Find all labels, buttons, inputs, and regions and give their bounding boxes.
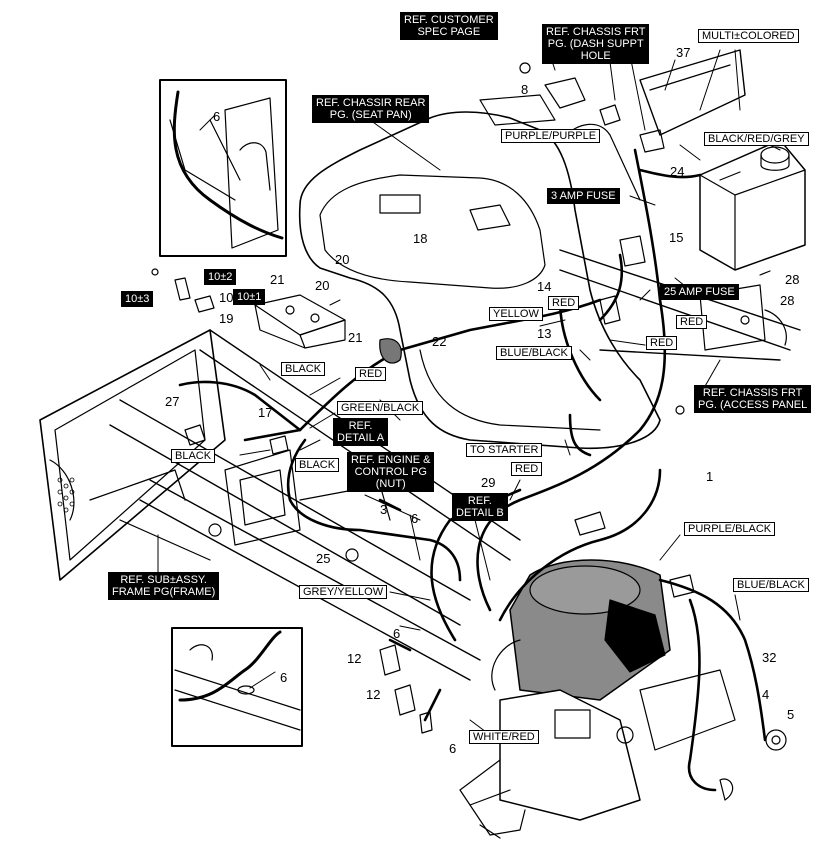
wire-red-label: RED [355,367,387,381]
part-number-28: 28 [780,293,795,308]
part-number-18: 18 [413,231,428,246]
part-number-24: 24 [670,164,685,179]
wire-red-label: RED [548,296,580,310]
ref-chassis-rear-seat-pan-label: REF. CHASSIR REAR PG. (SEAT PAN) [312,95,430,123]
twentyfive-amp-fuse-label: 25 AMP FUSE [660,284,739,300]
part-number-5: 5 [787,707,795,722]
wire-green-black-label: GREEN/BLACK [337,401,424,415]
wire-yellow-label: YELLOW [489,307,543,321]
ref-chassis-frt-access-panel-label: REF. CHASSIS FRT PG. (ACCESS PANEL [694,385,812,413]
wire-purple-black-label: PURPLE/BLACK [684,522,776,536]
wire-multi-colored-label: MULTI±COLORED [698,29,799,43]
wire-purple-purple-label: PURPLE/PURPLE [501,129,601,143]
part-number-12: 12 [347,651,362,666]
part-number-10: 10 [219,290,234,305]
seat-pan [298,94,661,450]
inset-top-bracket [169,90,284,249]
wire-red-label: RED [676,315,708,329]
part-number-4: 4 [762,687,770,702]
part-number-6: 6 [280,670,288,685]
part-number-12: 12 [366,687,381,702]
wire-red-label: RED [646,336,678,350]
wire-white-red-label: WHITE/RED [469,730,539,744]
part-number-13: 13 [537,326,552,341]
part-number-21: 21 [270,272,285,287]
ref-detail-b-label: REF. DETAIL B [452,493,508,521]
wire-black-red-grey-label: BLACK/RED/GREY [704,132,809,146]
ref-customer-spec-page-label: REF. CUSTOMER SPEC PAGE [400,12,498,40]
wire-black-label: BLACK [281,362,326,376]
part-number-20: 20 [315,278,330,293]
access-panel [699,284,787,351]
fuel-tank [699,139,806,271]
part-number-22: 22 [432,334,447,349]
rear-plate [39,329,226,581]
wire-grey-yellow-label: GREY/YELLOW [299,585,388,599]
part-number-17: 17 [258,405,273,420]
inset-bottom-rail [174,630,301,731]
part-number-8: 8 [521,82,529,97]
part-number-15: 15 [669,230,684,245]
ref-detail-a-label: REF. DETAIL A [333,418,389,446]
wire-red-label: RED [511,462,543,476]
inset-detail-top [159,79,287,257]
part-number-37: 37 [676,45,691,60]
part-number-21: 21 [348,330,363,345]
harness-wires [178,148,767,792]
ref-chassis-frt-dash-label: REF. CHASSIS FRT PG. (DASH SUPPT HOLE [542,24,650,64]
part-number-6: 6 [449,741,457,756]
part-number-25: 25 [316,551,331,566]
wire-blue-black-label: BLUE/BLACK [733,578,809,592]
leader-lines [157,39,781,736]
part-number-19: 19 [219,311,234,326]
three-amp-fuse-label: 3 AMP FUSE [547,188,620,204]
ref-sub-assy-frame-label: REF. SUB±ASSY. FRAME PG(FRAME) [108,572,220,600]
part-number-28: 28 [785,272,800,287]
engine [459,559,736,839]
wire-black-label: BLACK [295,458,340,472]
part-number-32: 32 [762,650,777,665]
connectors [151,62,787,801]
part-number-29: 29 [481,475,496,490]
inset-detail-bottom [171,627,303,747]
wire-to-starter-label: TO STARTER [466,443,543,457]
wire-blue-black-label: BLUE/BLACK [496,346,572,360]
ref-engine-control-label: REF. ENGINE & CONTROL PG (NUT) [347,452,435,492]
part-number-20: 20 [335,252,350,267]
part-10-2-label: 10±2 [204,269,237,285]
part-10-3-label: 10±3 [121,291,154,307]
part-number-6: 6 [411,511,419,526]
part-number-6: 6 [213,109,221,124]
part-number-6: 6 [393,626,401,641]
solenoid-block [254,294,346,349]
part-number-3: 3 [380,502,388,517]
part-number-14: 14 [537,279,552,294]
wire-black-label: BLACK [171,449,216,463]
part-10-1-label: 10±1 [233,289,266,305]
part-number-27: 27 [165,394,180,409]
part-number-1: 1 [706,469,714,484]
dash-support [559,49,746,201]
